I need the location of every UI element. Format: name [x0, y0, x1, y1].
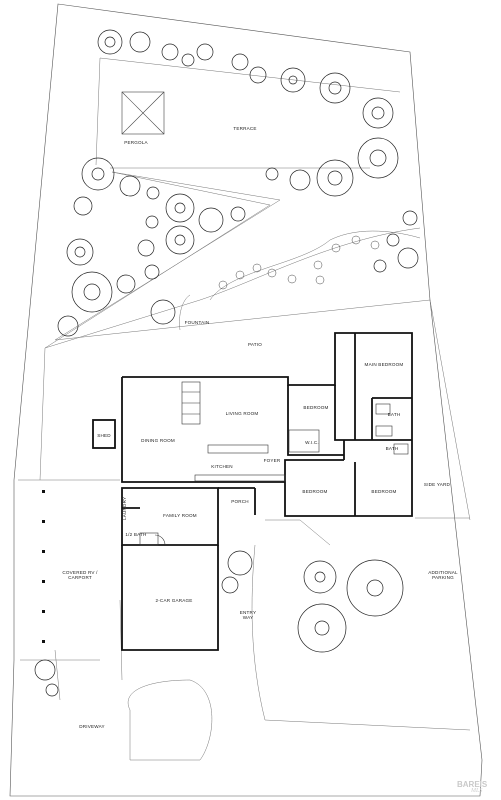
bedroom-2-label: BEDROOM [302, 489, 328, 494]
shrubs [218, 235, 380, 290]
property-boundary [9, 3, 483, 797]
driveway-label: DRIVEWAY [79, 724, 105, 729]
foyer-label: FOYER [263, 458, 281, 463]
fountain-label: FOUNTAIN [184, 320, 210, 325]
bath-1-label: BATH [387, 412, 401, 417]
bedroom-3-label: BEDROOM [371, 489, 397, 494]
pergola [121, 91, 165, 135]
porch-label: PORCH [231, 499, 249, 504]
watermark-sub: MLS [471, 788, 483, 794]
carport-posts [42, 490, 45, 643]
kitchen-label: KITCHEN [211, 464, 233, 469]
bedroom-1-label: BEDROOM [303, 405, 329, 410]
entry-way-label: ENTRY WAY [239, 610, 257, 620]
patio-label: PATIO [247, 342, 263, 347]
laundry-label: LAUNDRY [122, 496, 127, 520]
watermark-logo: BAREIS MLS [457, 780, 495, 796]
family-room-label: FAMILY ROOM [163, 513, 197, 518]
additional-parking-label: ADDITIONAL PARKING [428, 570, 458, 580]
pergola-label: PERGOLA [124, 140, 148, 145]
watermark-brand: BAREIS [457, 780, 488, 789]
covered-carport-label: COVERED RV / CARPORT [62, 570, 98, 580]
garage-label: 2-CAR GARAGE [155, 598, 193, 603]
half-bath-label: 1/2 BATH [125, 532, 147, 537]
bath-2-label: BATH [385, 446, 399, 451]
trees [34, 29, 419, 697]
interior-details [139, 381, 409, 546]
dining-room-label: DINING ROOM [141, 438, 175, 443]
living-room-label: LIVING ROOM [225, 411, 259, 416]
wic-label: W.I.C. [305, 440, 319, 445]
side-yard-label: SIDE YARD [423, 482, 451, 487]
terrace-label: TERRACE [233, 126, 257, 131]
shed-label: SHED [97, 433, 111, 438]
house-walls [121, 332, 413, 651]
shed [92, 419, 116, 449]
main-bedroom-label: MAIN BEDROOM [364, 362, 404, 367]
